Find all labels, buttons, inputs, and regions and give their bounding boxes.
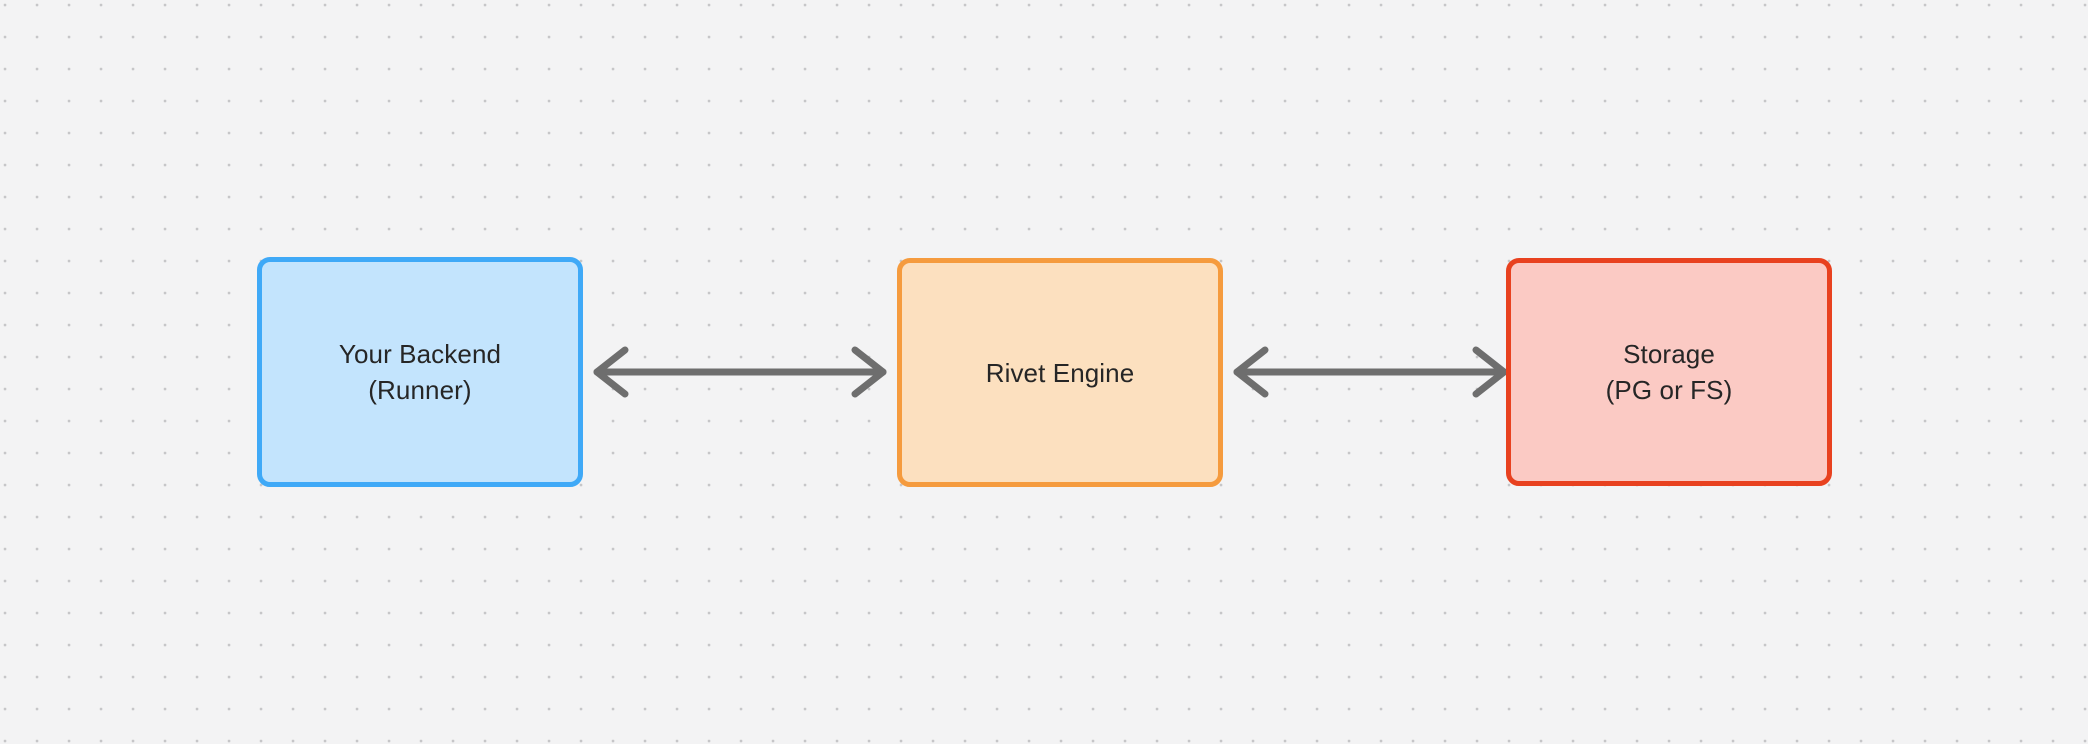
arrowhead-left-icon bbox=[593, 346, 629, 398]
diagram-node-storage-label: Storage (PG or FS) bbox=[1605, 339, 1733, 405]
diagram-connector-backend-engine[interactable] bbox=[589, 330, 891, 414]
arrowhead-left-icon bbox=[1233, 346, 1269, 398]
diagram-node-engine-label: Rivet Engine bbox=[985, 357, 1135, 388]
diagram-connector-engine-storage[interactable] bbox=[1229, 330, 1512, 414]
arrowhead-right-icon bbox=[851, 346, 887, 398]
diagram-node-storage[interactable]: Storage (PG or FS) bbox=[1506, 258, 1832, 486]
diagram-node-backend[interactable]: Your Backend (Runner) bbox=[257, 257, 583, 487]
diagram-node-engine[interactable]: Rivet Engine bbox=[897, 258, 1223, 487]
arrowhead-right-icon bbox=[1472, 346, 1508, 398]
diagram-node-backend-label: Your Backend (Runner) bbox=[338, 339, 502, 405]
